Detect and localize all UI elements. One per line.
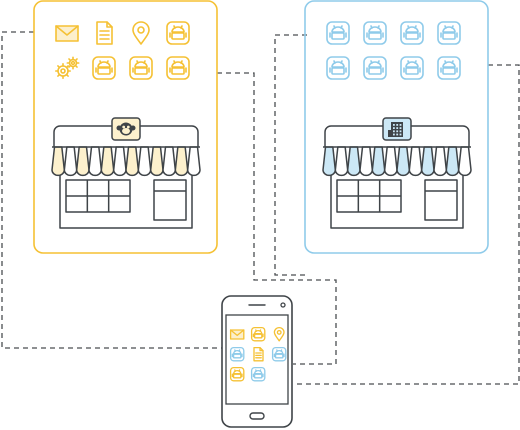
android-app-icon — [400, 56, 424, 80]
yellow-app-store — [33, 0, 218, 254]
document-icon — [96, 21, 113, 45]
awning-stripe — [149, 146, 164, 177]
android-app-icon — [166, 56, 190, 80]
awning-stripe — [359, 146, 374, 177]
smartphone — [221, 295, 293, 428]
phone-app-icon-grid — [229, 326, 287, 382]
store-awning — [322, 146, 472, 177]
phone-home-button — [249, 412, 265, 420]
android-app-icon — [129, 56, 153, 80]
android-app-icon — [229, 346, 245, 362]
awning-stripe — [433, 146, 448, 177]
store-card — [33, 0, 218, 254]
awning-stripe — [162, 146, 177, 177]
android-app-icon — [92, 56, 116, 80]
awning-stripe — [334, 146, 349, 177]
android-app-icon — [271, 346, 287, 362]
office-building-icon — [388, 122, 403, 137]
android-app-icon — [250, 366, 266, 382]
store-awning — [51, 146, 201, 177]
android-app-icon — [363, 56, 387, 80]
awning-stripe — [125, 146, 140, 177]
store-building — [322, 117, 472, 229]
awning-stripe — [75, 146, 90, 177]
store-window — [65, 179, 131, 213]
awning-stripe — [445, 146, 460, 177]
phone-screen — [225, 314, 289, 405]
android-app-icon — [250, 326, 266, 342]
monkey-face-icon — [116, 122, 136, 136]
store-app-icon-grid — [54, 21, 190, 80]
connector-left-store-inner — [217, 72, 337, 365]
connector-lines — [1, 31, 520, 385]
awning-stripe — [112, 146, 127, 177]
awning-stripe — [383, 146, 398, 177]
awning-stripe — [457, 146, 472, 177]
store-sign-badge — [111, 117, 141, 141]
store-card — [304, 0, 489, 254]
awning-stripe — [371, 146, 386, 177]
gears-icon — [54, 56, 80, 80]
awning-stripe — [63, 146, 78, 177]
blue-app-store — [304, 0, 489, 254]
store-sign-badge — [382, 117, 412, 141]
android-app-icon — [400, 21, 424, 45]
store-door — [424, 179, 458, 221]
android-app-icon — [437, 21, 461, 45]
connector-right-store-inner — [293, 64, 520, 385]
awning-stripe — [420, 146, 435, 177]
android-app-icon — [437, 56, 461, 80]
awning-stripe — [137, 146, 152, 177]
android-app-icon — [363, 21, 387, 45]
android-app-icon — [229, 366, 245, 382]
awning-stripe — [174, 146, 189, 177]
awning-stripe — [186, 146, 201, 177]
awning-stripe — [408, 146, 423, 177]
mail-icon — [55, 25, 79, 42]
awning-stripe — [322, 146, 337, 177]
awning-stripe — [396, 146, 411, 177]
store-app-icon-grid — [326, 21, 461, 80]
android-app-icon — [326, 56, 350, 80]
map-pin-icon — [132, 21, 150, 45]
awning-stripe — [100, 146, 115, 177]
awning-stripe — [346, 146, 361, 177]
android-app-icon — [166, 21, 190, 45]
store-door — [153, 179, 187, 221]
connector-right-store-outer — [274, 34, 307, 276]
document-icon — [253, 346, 264, 362]
android-app-icon — [326, 21, 350, 45]
store-window — [336, 179, 402, 213]
awning-stripe — [51, 146, 66, 177]
mail-icon — [229, 329, 245, 340]
map-pin-icon — [273, 327, 285, 342]
store-building — [51, 117, 201, 229]
phone-camera — [280, 302, 286, 308]
connector-left-store-outer — [1, 31, 223, 349]
awning-stripe — [88, 146, 103, 177]
